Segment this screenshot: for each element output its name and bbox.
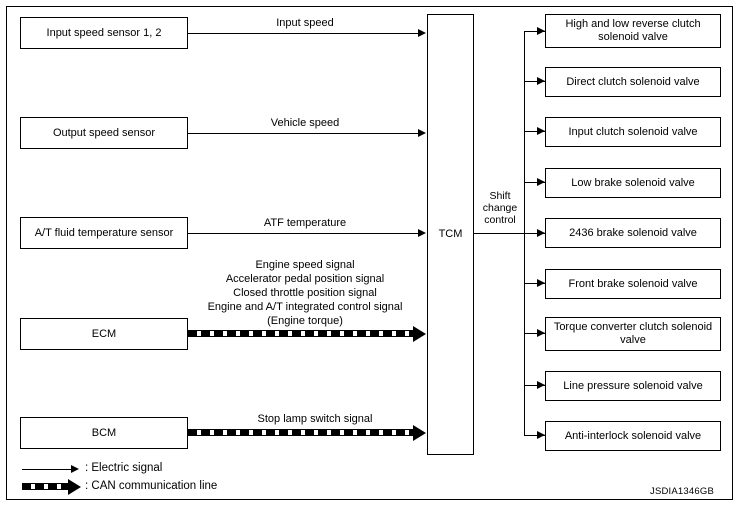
- output-box-input-clutch: Input clutch solenoid valve: [545, 117, 721, 147]
- tcm-to-bus-line: [474, 233, 524, 234]
- output-box-torque-converter-clutch: Torque converter clutch solenoid valve: [545, 317, 721, 351]
- signal-line-input-speed: [188, 33, 419, 34]
- input-box-bcm: BCM: [20, 417, 188, 449]
- diagram-frame: [6, 6, 733, 500]
- output-branch-0: [524, 31, 545, 32]
- input-box-atf-temp-sensor: A/T fluid temperature sensor: [20, 217, 188, 249]
- input-box-output-speed-sensor: Output speed sensor: [20, 117, 188, 149]
- signal-label-input-speed: Input speed: [276, 17, 334, 29]
- output-branch-1: [524, 81, 545, 82]
- output-branch-5: [524, 283, 545, 284]
- output-branch-2: [524, 131, 545, 132]
- signal-label-atf-temperature: ATF temperature: [263, 217, 347, 229]
- tcm-box: TCM: [427, 14, 474, 455]
- output-arrow-6: [537, 328, 545, 337]
- output-box-low-brake: Low brake solenoid valve: [545, 168, 721, 198]
- output-box-line-pressure: Line pressure solenoid valve: [545, 371, 721, 401]
- output-box-high-low-reverse-clutch: High and low reverse clutch solenoid val…: [545, 14, 721, 48]
- output-branch-6: [524, 333, 545, 334]
- output-arrow-0: [537, 26, 545, 35]
- can-line-bcm: [188, 429, 413, 436]
- output-arrow-5: [537, 278, 545, 287]
- legend-electric-line: [22, 469, 74, 470]
- output-box-direct-clutch: Direct clutch solenoid valve: [545, 67, 721, 97]
- legend-electric-arrow: [71, 464, 79, 473]
- output-arrow-7: [537, 380, 545, 389]
- signal-arrow-vehicle-speed: [418, 128, 426, 137]
- legend-electric-text: : Electric signal: [85, 462, 163, 474]
- legend-can-arrow: [68, 478, 81, 495]
- signal-arrow-input-speed: [418, 28, 426, 37]
- signal-label-ecm: Engine speed signal Accelerator pedal po…: [207, 259, 403, 327]
- output-arrow-8: [537, 430, 545, 439]
- signal-label-vehicle-speed: Vehicle speed: [270, 117, 340, 129]
- output-branch-4: [524, 233, 545, 234]
- signal-line-vehicle-speed: [188, 133, 419, 134]
- output-branch-7: [524, 385, 545, 386]
- shift-change-control-label: Shift change control: [482, 190, 518, 226]
- can-arrow-ecm: [413, 325, 426, 342]
- output-arrow-2: [537, 126, 545, 135]
- legend-can-line: [22, 483, 68, 490]
- output-arrow-3: [537, 177, 545, 186]
- signal-label-bcm: Stop lamp switch signal: [257, 413, 373, 425]
- output-box-front-brake: Front brake solenoid valve: [545, 269, 721, 299]
- output-box-2436-brake: 2436 brake solenoid valve: [545, 218, 721, 248]
- legend-can-text: : CAN communication line: [85, 480, 218, 492]
- input-box-ecm: ECM: [20, 318, 188, 350]
- can-arrow-bcm: [413, 424, 426, 441]
- signal-arrow-atf-temperature: [418, 228, 426, 237]
- output-branch-8: [524, 435, 545, 436]
- signal-line-atf-temperature: [188, 233, 419, 234]
- output-arrow-1: [537, 76, 545, 85]
- diagram-code: JSDIA1346GB: [650, 486, 714, 497]
- input-box-input-speed-sensor: Input speed sensor 1, 2: [20, 17, 188, 49]
- output-box-anti-interlock: Anti-interlock solenoid valve: [545, 421, 721, 451]
- output-arrow-4: [537, 228, 545, 237]
- can-line-ecm: [188, 330, 413, 337]
- output-branch-3: [524, 182, 545, 183]
